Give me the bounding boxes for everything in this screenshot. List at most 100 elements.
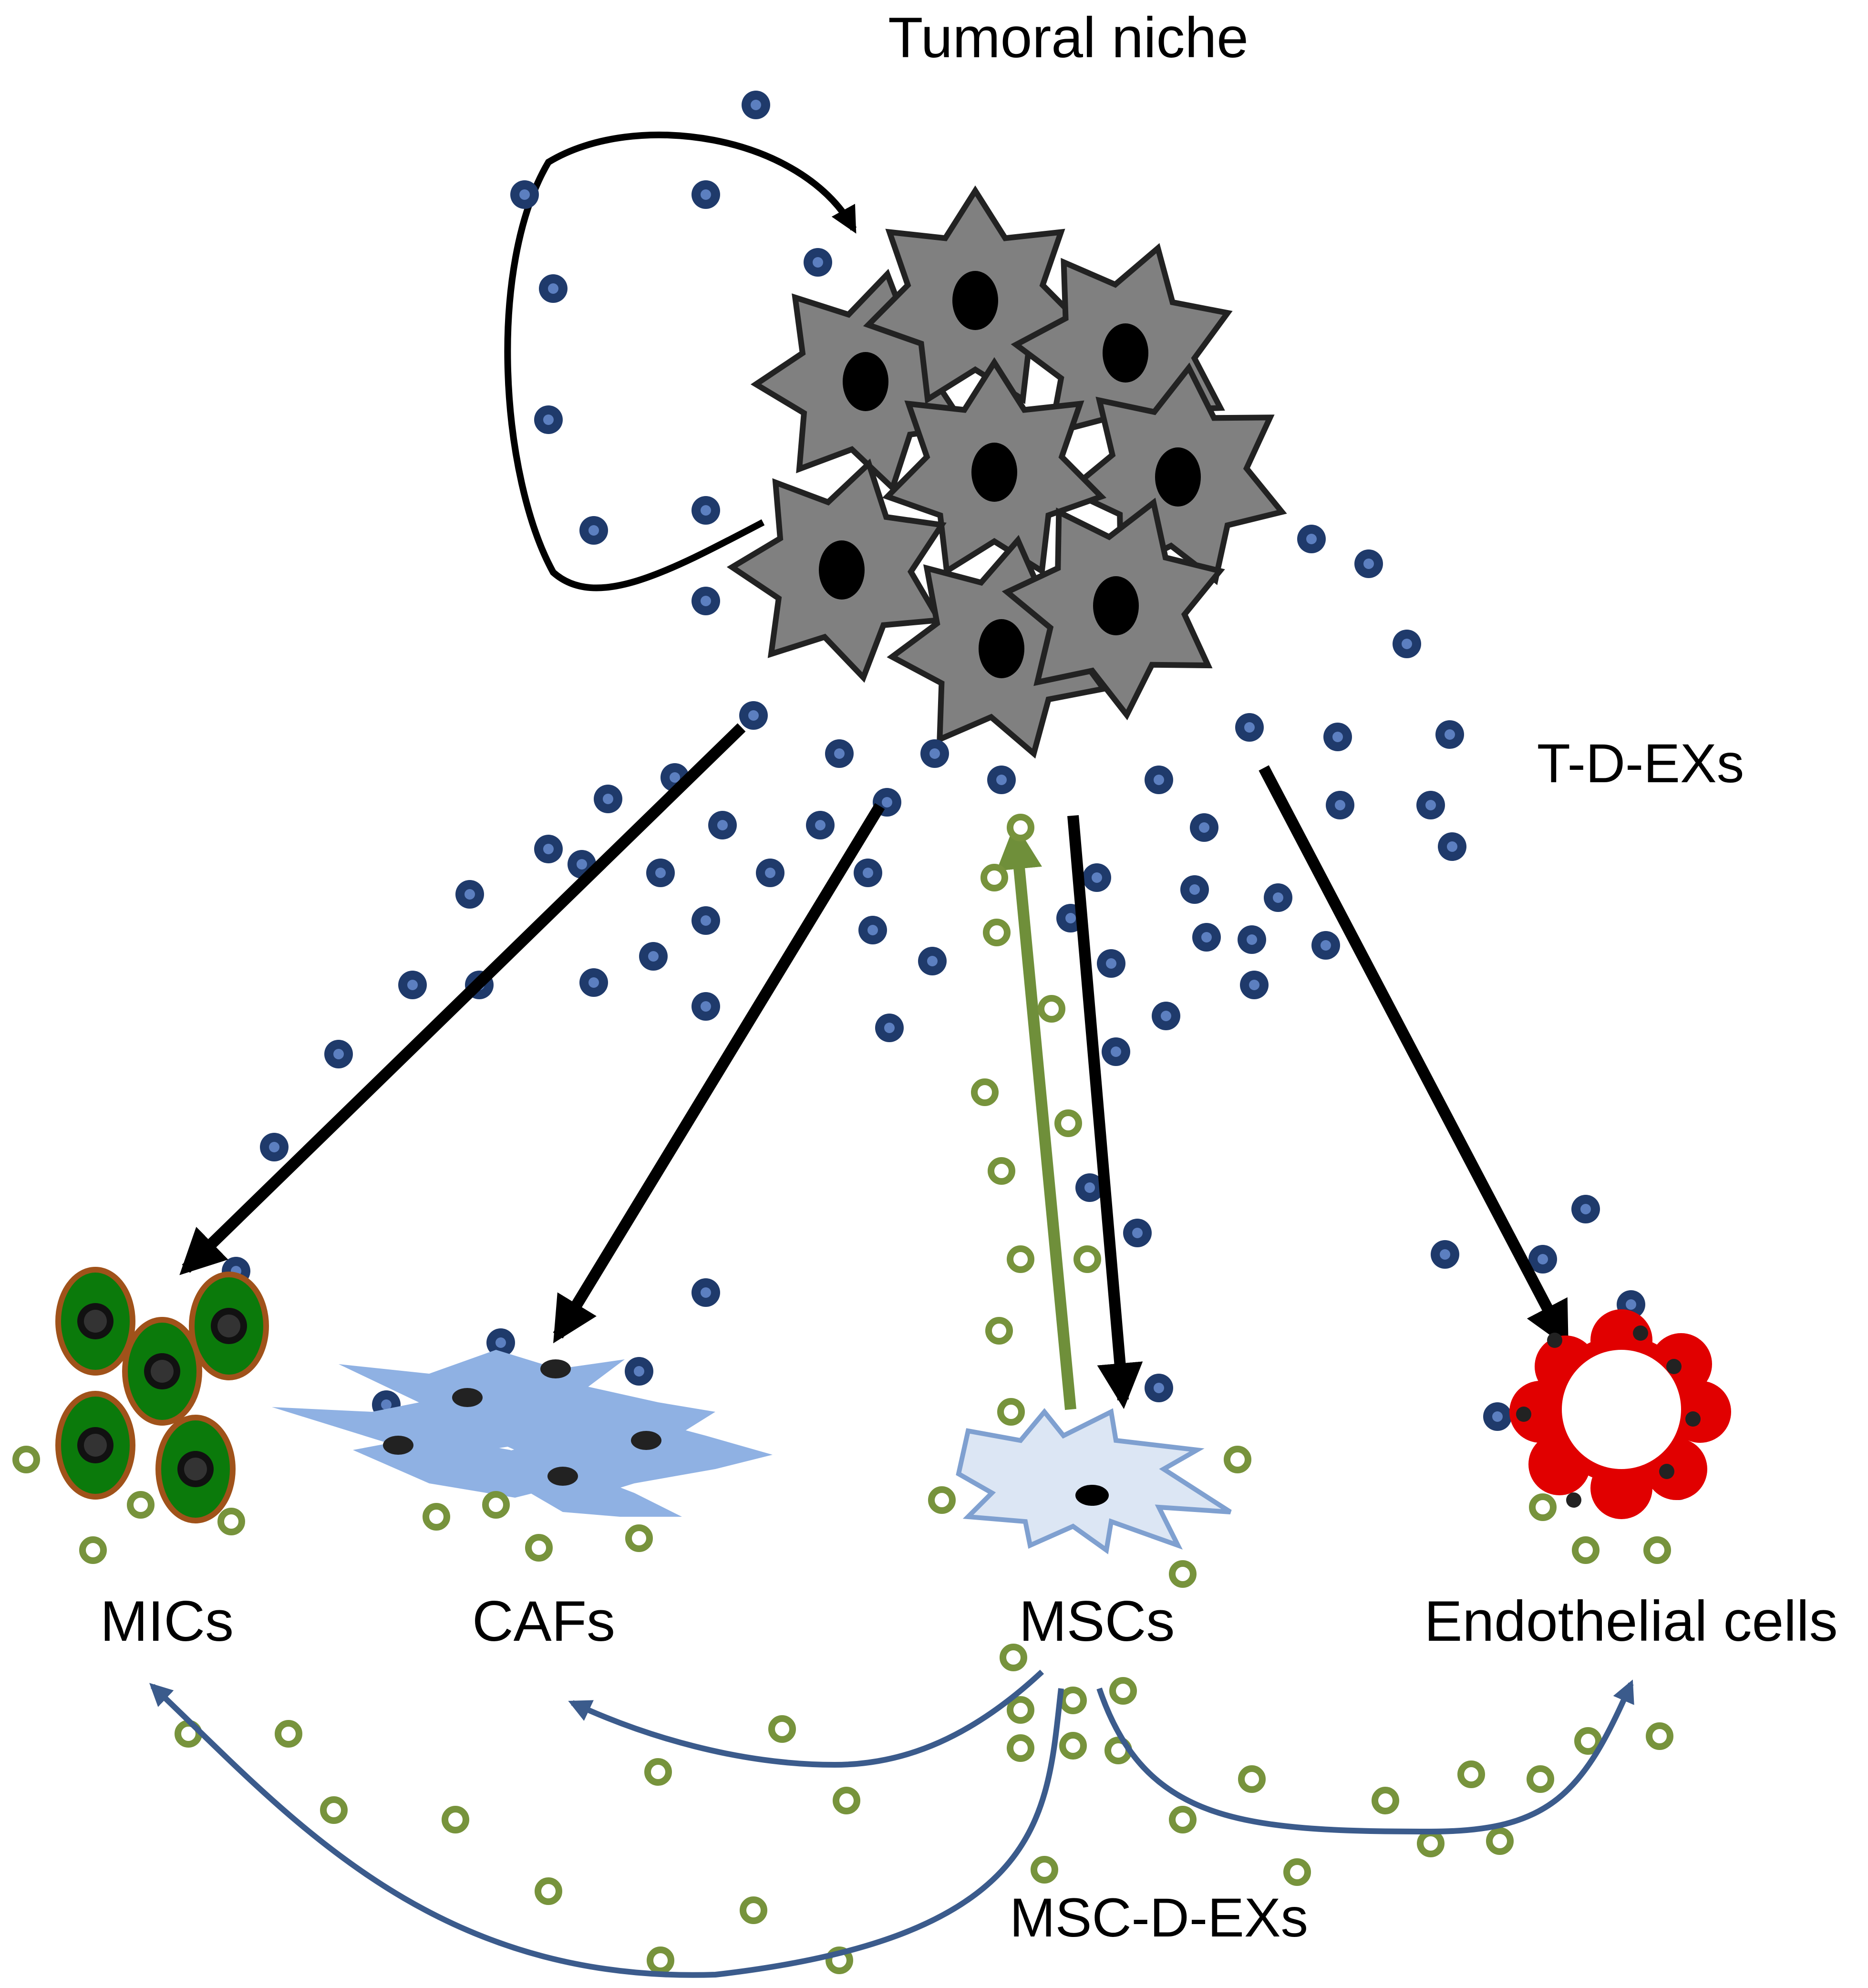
- tumor-exosome: [1102, 1037, 1130, 1066]
- tumor-exosome: [1483, 1402, 1512, 1431]
- msc-exosome: [525, 1534, 553, 1562]
- mic-cell: [189, 1272, 269, 1380]
- arrow-msc-to-endothelial: [1096, 1679, 1634, 1835]
- msc-exosome: [1574, 1727, 1602, 1755]
- tumor-exosome: [1311, 931, 1340, 960]
- tumor-exosome: [1145, 1374, 1173, 1402]
- tumor-exosome: [1393, 630, 1421, 658]
- label-mics: MICs: [100, 1589, 234, 1653]
- msc-exosome: [12, 1446, 40, 1473]
- self-loop-arrow: [504, 131, 857, 591]
- tumor-exosome: [1123, 1219, 1152, 1247]
- tumor-exosome: [691, 496, 720, 525]
- tumor-exosome: [1354, 549, 1383, 578]
- tumor-exosome: [1192, 923, 1221, 952]
- msc-exosome: [625, 1524, 653, 1552]
- msc-exosome: [1529, 1493, 1557, 1521]
- msc-exosome: [1007, 1245, 1034, 1273]
- tumor-exosome: [691, 180, 720, 209]
- tumor-exosome: [579, 968, 608, 997]
- tumor-exosome: [858, 916, 887, 944]
- tumor-nucleus: [971, 443, 1017, 502]
- msc-exosome: [320, 1796, 348, 1824]
- msc-exosome: [1054, 1109, 1082, 1137]
- tumor-exosome: [625, 1357, 653, 1386]
- msc-exosome: [971, 1078, 999, 1106]
- msc-exosome: [127, 1491, 155, 1519]
- mic-cell: [122, 1317, 202, 1426]
- msc-exosome: [988, 1157, 1015, 1185]
- tumor-exosome: [646, 859, 675, 887]
- tumor-exosome: [742, 91, 770, 119]
- tumor-exosome: [486, 1328, 515, 1357]
- tumor-exosome: [1180, 875, 1209, 904]
- tumor-exosome: [1238, 925, 1266, 954]
- tumor-exosome: [539, 274, 568, 303]
- mic-cell: [55, 1267, 135, 1376]
- tumor-exosome: [691, 587, 720, 615]
- tumor-exosome: [1416, 791, 1445, 819]
- msc-exosome: [1059, 1732, 1087, 1760]
- tumor-exosome: [1326, 791, 1354, 819]
- msc-exosome: [535, 1877, 562, 1905]
- tumor-exosome: [987, 766, 1016, 794]
- tumor-exosome: [1240, 971, 1269, 999]
- msc-exosome: [79, 1536, 107, 1564]
- label-cafs: CAFs: [472, 1589, 615, 1653]
- tumor-nucleus: [1155, 447, 1201, 507]
- msc-exosome: [997, 1398, 1025, 1426]
- tumor-exosome: [1235, 713, 1264, 742]
- msc-exosome: [1007, 814, 1034, 841]
- msc-exosome: [1646, 1722, 1673, 1750]
- tumor-cell-cluster: [726, 185, 1287, 759]
- tumor-exosome: [1438, 832, 1466, 861]
- tumor-exosome: [579, 516, 608, 545]
- label-msc-dexs: MSC-D-EXs: [1010, 1887, 1308, 1948]
- tumor-exosome: [804, 248, 832, 277]
- msc-exosome: [1372, 1787, 1399, 1814]
- msc-exosome: [1109, 1677, 1137, 1705]
- tumor-nucleus: [1103, 323, 1148, 383]
- cafs-cells: [272, 1350, 773, 1517]
- endothelial-cell-ring: [1509, 1309, 1731, 1519]
- tumor-exosome: [691, 1278, 720, 1307]
- tumor-exosome: [1297, 525, 1326, 553]
- msc-exosome: [1031, 1856, 1058, 1884]
- msc-exosome: [1038, 995, 1065, 1023]
- tumor-exosome: [534, 405, 563, 434]
- msc-exosome: [768, 1715, 796, 1743]
- tumor-exosome: [1075, 1173, 1104, 1202]
- tumor-exosome: [639, 942, 668, 971]
- tumor-exosome: [691, 906, 720, 935]
- msc-exosome: [1527, 1765, 1554, 1793]
- tumor-cell: [1001, 497, 1225, 721]
- tumor-nucleus: [1093, 576, 1139, 635]
- tumor-exosome: [806, 811, 835, 839]
- tumor-exosome: [260, 1133, 289, 1161]
- tumor-exosome: [1152, 1002, 1180, 1030]
- tumor-exosome: [324, 1040, 353, 1068]
- label-endothelial-cells: Endothelial cells: [1424, 1589, 1837, 1653]
- title-tumoral-niche: Tumoral niche: [888, 6, 1249, 70]
- endothelial-lumen: [1562, 1350, 1681, 1469]
- msc-exosome: [983, 919, 1011, 946]
- msc-exosome: [1238, 1765, 1266, 1793]
- msc-exosome: [1059, 1687, 1087, 1714]
- tumor-cell: [882, 357, 1107, 576]
- msc-exosome: [1073, 1245, 1101, 1273]
- tumor-exosome: [594, 785, 622, 813]
- msc-exosome: [442, 1806, 469, 1833]
- tumor-exosome: [510, 180, 539, 209]
- msc-exosome: [928, 1486, 956, 1514]
- msc-exosome: [985, 1317, 1013, 1345]
- msc-exosome: [644, 1758, 672, 1786]
- tumor-exosome: [875, 1014, 904, 1042]
- msc-exosome: [980, 864, 1008, 891]
- msc-exosome: [482, 1491, 510, 1519]
- tumor-exosome: [1145, 766, 1173, 794]
- tumor-exosome: [854, 859, 882, 887]
- msc-exosome: [217, 1508, 245, 1535]
- msc-exosome: [1486, 1827, 1514, 1855]
- label-tdexs: T-D-EXs: [1537, 733, 1744, 794]
